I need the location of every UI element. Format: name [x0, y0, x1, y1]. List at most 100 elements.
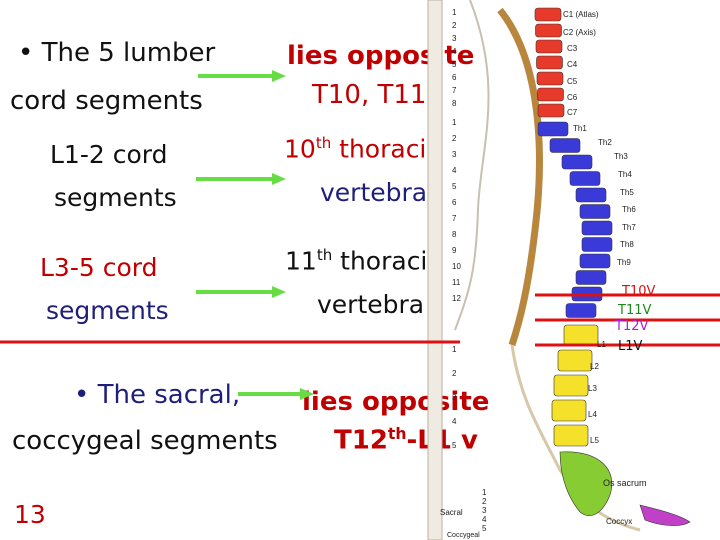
marker-t12v: T12V [615, 319, 649, 334]
coccyx-label: Coccyx [606, 517, 633, 526]
vertebra-thoracic [575, 270, 607, 285]
cord-segment-number: 6 [452, 73, 457, 82]
cervical-label-c2: C2 (Axis) [563, 28, 596, 37]
vertebra-lumbar [553, 374, 589, 397]
cord-segment-number: 12 [452, 294, 461, 303]
cord-segment-number: 1 [452, 8, 457, 17]
thoracic-label-th9: Th9 [617, 258, 631, 267]
vertebra-cervical [536, 55, 563, 70]
lumbar-label-l4: L4 [588, 410, 597, 419]
cord-segment-number: 3 [482, 506, 487, 515]
thoracic-label-th3: Th3 [614, 152, 628, 161]
marker-t11v: T11V [618, 303, 652, 318]
t11-vertebra-line1: 11th thoracic [285, 246, 442, 276]
l12-label-line2: segments [54, 183, 177, 212]
cord-segment-number: 4 [452, 47, 457, 56]
arrow-3 [196, 286, 286, 298]
sacral-heading-line1: • The sacral, [74, 380, 241, 410]
coccygeal-cord-label: Coccygeal [447, 532, 480, 539]
cord-segment-number: 5 [452, 182, 457, 191]
vertebra-cervical [537, 103, 565, 118]
thoracic-label-th8: Th8 [620, 240, 634, 249]
lumbar-heading-line1: • The 5 lumber [18, 38, 216, 68]
vertebra-cervical [535, 23, 562, 38]
thoracic-label-th2: Th2 [598, 138, 612, 147]
vertebra-thoracic [561, 154, 593, 170]
page-number: 13 [14, 500, 46, 529]
arrow-4 [238, 388, 314, 400]
thoracic-label-th5: Th5 [620, 188, 634, 197]
vertebra-lumbar [553, 424, 589, 447]
vertebra-thoracic [537, 121, 569, 137]
cord-segment-number: 10 [452, 262, 461, 271]
cord-segment-number: 7 [452, 214, 457, 223]
cord-segment-number: 2 [452, 134, 457, 143]
arrow-2 [196, 173, 286, 185]
sacrum-shape [559, 451, 613, 516]
vertebra-cervical [534, 7, 562, 22]
cord-segment-number: 9 [452, 246, 457, 255]
vertebra-thoracic [565, 303, 597, 318]
cord-segment-number: 7 [452, 86, 457, 95]
cord-segment-number: 5 [452, 60, 457, 69]
lies-opposite-text: lies opposite [287, 41, 475, 71]
cord-segment-number: 4 [482, 515, 487, 524]
sacral-lies-opposite: lies opposite [302, 387, 490, 417]
vertebra-thoracic [569, 171, 601, 186]
arrow-1 [198, 70, 286, 82]
sacral-heading-line2: coccygeal segments [12, 426, 278, 456]
cervical-label-c5: C5 [567, 77, 578, 86]
cord-segment-number: 6 [452, 198, 457, 207]
cervical-label-c4: C4 [567, 60, 578, 69]
vertebra-thoracic [575, 187, 607, 203]
vertebra-thoracic [579, 253, 611, 269]
t10-vertebra-line1: 10th thoracic [284, 134, 441, 164]
thoracic-label-th4: Th4 [618, 170, 632, 179]
vertebra-thoracic [581, 237, 613, 252]
vertebra-thoracic [549, 138, 581, 153]
lumbar-label-l5: L5 [590, 436, 599, 445]
cord-segment-number: 3 [452, 34, 457, 43]
vertebra-cervical [535, 39, 563, 54]
cord-segment-number: 4 [452, 417, 457, 426]
cord-segment-number: 1 [452, 345, 457, 354]
sacral-cord-label: Sacral [440, 508, 463, 517]
os-sacrum-label: Os sacrum [603, 478, 647, 488]
cord-segment-number: 8 [452, 230, 457, 239]
t10-vertebra-line2: vertebra [320, 178, 428, 207]
cord-segment-number: 1 [482, 488, 487, 497]
vertebra-lumbar [563, 324, 599, 347]
lumbar-label-l1: L1 [597, 340, 606, 349]
coccyx-shape [639, 504, 691, 526]
cervical-label-c6: C6 [567, 93, 578, 102]
marker-t10v: T10V [622, 284, 656, 299]
cervical-label-c1: C1 (Atlas) [563, 10, 599, 19]
vertebra-thoracic [579, 204, 611, 219]
vertebra-cervical [536, 71, 564, 86]
vertebra-thoracic [581, 220, 613, 236]
lumbar-heading-line2: cord segments [10, 86, 203, 116]
vertebra-lumbar [551, 399, 587, 422]
cord-segment-number: 2 [452, 21, 457, 30]
cord-segment-number: 2 [452, 369, 457, 378]
cord-segment-number: 1 [452, 118, 457, 127]
thoracic-label-th1: Th1 [573, 124, 587, 133]
cervical-label-c7: C7 [567, 108, 578, 117]
t10-t11-text: T10, T11v [312, 80, 442, 110]
cord-segment-number: 5 [452, 441, 457, 450]
marker-l1v: L1V [618, 339, 643, 354]
cord-segment-number: 5 [482, 524, 487, 533]
l12-label-line1: L1-2 cord [50, 140, 168, 169]
vertebra-lumbar [557, 349, 593, 372]
cord-segment-number: 3 [452, 150, 457, 159]
l35-label-line1: L3-5 cord [40, 253, 158, 282]
cord-segment-number: 4 [452, 166, 457, 175]
t11-vertebra-line2: vertebra [317, 290, 425, 319]
cord-segment-number: 2 [482, 497, 487, 506]
cord-segment-number: 3 [452, 393, 457, 402]
lumbar-label-l2: L2 [590, 362, 599, 371]
cord-segment-number: 11 [452, 278, 461, 287]
thoracic-label-th7: Th7 [622, 223, 636, 232]
vertebra-cervical [537, 87, 564, 102]
